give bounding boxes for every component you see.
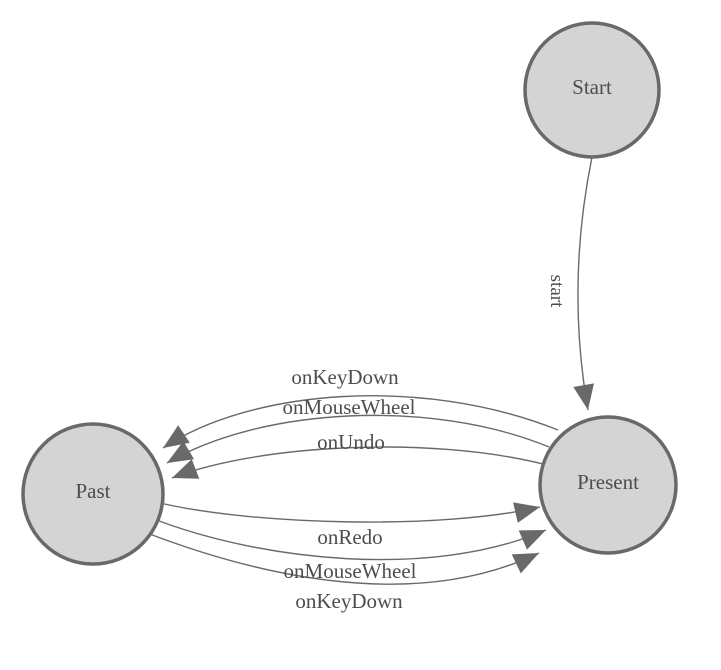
edge-label-onmousewheel-lower: onMouseWheel <box>284 559 417 583</box>
edge-present-to-past-onmousewheel[interactable] <box>166 414 550 464</box>
edge-past-to-present-onkeydown[interactable] <box>146 532 540 585</box>
edge-label-onundo: onUndo <box>317 430 385 454</box>
edge-label-onkeydown-lower: onKeyDown <box>295 589 403 613</box>
node-start[interactable]: Start <box>523 21 661 159</box>
edge-past-to-present-onredo[interactable] <box>159 502 541 523</box>
edge-start-to-present[interactable] <box>573 156 594 411</box>
edge-present-to-past-onundo[interactable] <box>171 446 544 479</box>
edge-label-onredo: onRedo <box>317 525 382 549</box>
edge-label-start: start <box>546 275 567 308</box>
node-start-circle[interactable] <box>523 21 661 159</box>
node-present-circle[interactable] <box>538 415 678 555</box>
node-past-label: Past <box>75 479 110 503</box>
edge-label-onmousewheel-upper: onMouseWheel <box>283 395 416 419</box>
edge-label-onkeydown-upper: onKeyDown <box>291 365 399 389</box>
node-present[interactable]: Present <box>538 415 678 555</box>
node-past[interactable]: Past <box>21 422 165 566</box>
node-start-label: Start <box>572 75 612 99</box>
edge-past-to-present-onmousewheel[interactable] <box>153 518 547 561</box>
node-present-label: Present <box>577 470 639 494</box>
edge-present-to-past-onkeydown[interactable] <box>162 395 559 449</box>
node-past-circle[interactable] <box>21 422 165 566</box>
